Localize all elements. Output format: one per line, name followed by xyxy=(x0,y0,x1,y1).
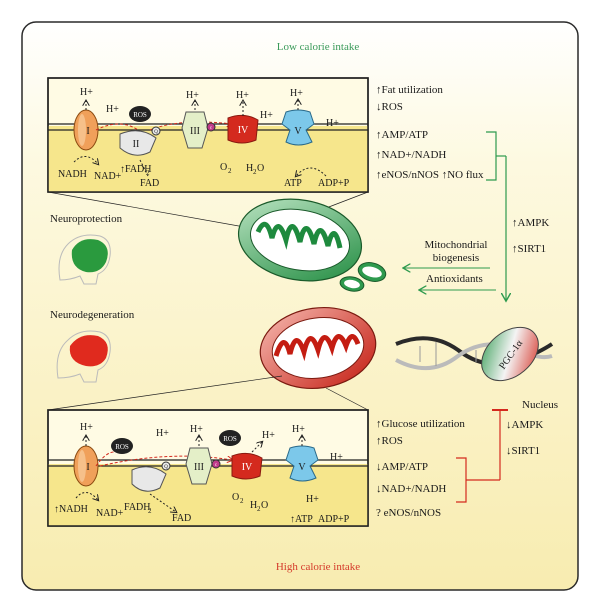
svg-text:ROS: ROS xyxy=(223,435,237,443)
svg-text:ADP+P: ADP+P xyxy=(318,178,350,189)
svg-text:ATP: ATP xyxy=(284,178,302,189)
brain-neuroprotection: Neuroprotection xyxy=(50,213,123,285)
svg-text:H: H xyxy=(246,163,253,174)
svg-text:↑ATP: ↑ATP xyxy=(290,514,313,525)
green-signal-path: ↑AMPK ↑SIRT1 xyxy=(486,131,549,300)
svg-text:NADH: NADH xyxy=(58,169,87,180)
svg-text:↓ROS: ↓ROS xyxy=(376,101,403,113)
svg-text:FAD: FAD xyxy=(172,513,191,524)
svg-text:↑ROS: ↑ROS xyxy=(376,435,403,447)
svg-text:ROS: ROS xyxy=(115,443,129,451)
svg-text:II: II xyxy=(133,139,140,150)
svg-text:↓AMPK: ↓AMPK xyxy=(506,419,543,431)
complex-iii xyxy=(181,111,209,149)
svg-text:↓NAD+/NADH: ↓NAD+/NADH xyxy=(376,483,446,495)
svg-text:Antioxidants: Antioxidants xyxy=(426,273,483,285)
bottom-title: High calorie intake xyxy=(276,561,360,573)
brain-neurodegeneration: Neurodegeneration xyxy=(50,309,135,383)
svg-text:2: 2 xyxy=(257,505,261,513)
svg-text:H+: H+ xyxy=(292,424,305,435)
svg-text:H+: H+ xyxy=(330,452,343,463)
svg-text:↓SIRT1: ↓SIRT1 xyxy=(506,445,540,457)
svg-text:ADP+P: ADP+P xyxy=(318,514,350,525)
mitochondrion-damaged xyxy=(259,306,377,390)
svg-text:O: O xyxy=(220,162,227,173)
svg-text:Neuroprotection: Neuroprotection xyxy=(50,213,123,225)
red-signal-path: ↓AMPK ↓SIRT1 xyxy=(456,409,543,503)
svg-text:V: V xyxy=(294,126,302,137)
svg-text:IV: IV xyxy=(238,125,249,136)
svg-text:V: V xyxy=(298,462,306,473)
svg-text:H+: H+ xyxy=(80,87,93,98)
svg-text:c: c xyxy=(210,126,213,131)
svg-text:↑SIRT1: ↑SIRT1 xyxy=(512,243,546,255)
svg-text:H+: H+ xyxy=(186,90,199,101)
svg-text:H: H xyxy=(250,500,257,511)
svg-text:c: c xyxy=(215,463,218,468)
svg-text:O: O xyxy=(261,500,268,511)
svg-text:III: III xyxy=(194,462,204,473)
pgc-1a-protein: PGC-1α xyxy=(481,326,539,382)
svg-text:2: 2 xyxy=(240,497,244,505)
svg-text:2: 2 xyxy=(146,169,150,177)
svg-text:Neurodegeneration: Neurodegeneration xyxy=(50,309,135,321)
svg-text:↑NADH: ↑NADH xyxy=(54,504,88,515)
svg-text:↑eNOS/nNOS ↑NO flux: ↑eNOS/nNOS ↑NO flux xyxy=(376,169,484,181)
svg-text:↑AMPK: ↑AMPK xyxy=(512,217,549,229)
svg-text:↓AMP/ATP: ↓AMP/ATP xyxy=(376,461,428,473)
svg-text:↑Fat utilization: ↑Fat utilization xyxy=(376,84,443,96)
svg-text:O: O xyxy=(257,163,264,174)
svg-text:2: 2 xyxy=(228,167,232,175)
svg-text:2: 2 xyxy=(148,507,152,515)
complex-ii xyxy=(119,130,157,156)
low-effects-list: ↑Fat utilization ↓ROS ↑AMP/ATP ↑NAD+/NAD… xyxy=(376,84,484,181)
svg-text:I: I xyxy=(86,462,89,473)
svg-text:H+: H+ xyxy=(290,88,303,99)
svg-text:Q: Q xyxy=(164,465,168,470)
svg-text:I: I xyxy=(86,126,89,137)
svg-text:III: III xyxy=(190,126,200,137)
svg-text:H+: H+ xyxy=(306,494,319,505)
svg-text:NAD+: NAD+ xyxy=(94,171,122,182)
svg-text:NAD+: NAD+ xyxy=(96,508,124,519)
complex-iv xyxy=(227,114,259,144)
svg-text:Q: Q xyxy=(154,130,158,135)
svg-text:FAD: FAD xyxy=(140,178,159,189)
nucleus-label: Nucleus xyxy=(522,399,558,411)
svg-text:↑AMP/ATP: ↑AMP/ATP xyxy=(376,129,428,141)
svg-text:↑Glucose utilization: ↑Glucose utilization xyxy=(376,418,465,430)
svg-text:IV: IV xyxy=(242,462,253,473)
top-title: Low calorie intake xyxy=(277,41,360,53)
svg-text:H+: H+ xyxy=(80,422,93,433)
svg-text:H+: H+ xyxy=(262,430,275,441)
complex-v xyxy=(281,109,315,146)
svg-text:2: 2 xyxy=(253,168,257,176)
ros-badge xyxy=(129,106,151,122)
svg-text:H+: H+ xyxy=(106,104,119,115)
svg-text:H+: H+ xyxy=(236,90,249,101)
svg-text:FADH: FADH xyxy=(124,502,150,513)
high-effects-list: ↑Glucose utilization ↑ROS ↓AMP/ATP ↓NAD+… xyxy=(376,418,465,519)
svg-text:H+: H+ xyxy=(326,118,339,129)
svg-text:↑NAD+/NADH: ↑NAD+/NADH xyxy=(376,149,446,161)
etc-panel-bottom: I H+ ↑NADH NAD+ ROS ROS Q FADH 2 FAD H+ … xyxy=(47,409,369,527)
svg-text:Mitochondrial: Mitochondrial xyxy=(425,239,488,251)
svg-text:biogenesis: biogenesis xyxy=(433,252,479,264)
outcomes: Mitochondrial biogenesis Antioxidants xyxy=(404,239,496,290)
svg-text:O: O xyxy=(232,492,239,503)
svg-text:H+: H+ xyxy=(156,428,169,439)
svg-text:ROS: ROS xyxy=(133,111,147,119)
mitochondrion-healthy xyxy=(237,198,387,292)
svg-text:H+: H+ xyxy=(190,424,203,435)
svg-text:↑FADH: ↑FADH xyxy=(120,164,151,175)
etc-panel-top: I H+ H+ NADH NAD+ ROS II Q ↑FADH 2 FAD I… xyxy=(47,77,369,193)
svg-text:? eNOS/nNOS: ? eNOS/nNOS xyxy=(376,507,441,519)
svg-text:H+: H+ xyxy=(260,110,273,121)
